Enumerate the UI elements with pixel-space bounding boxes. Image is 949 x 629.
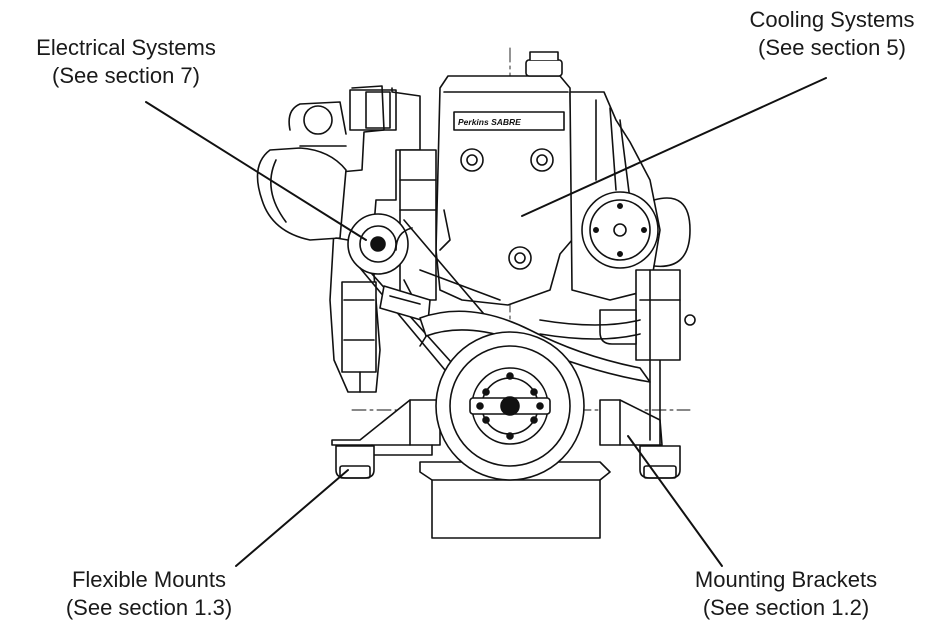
callout-mounting-ref: (See section 1.2)	[702, 595, 870, 620]
engine-block: Perkins SABRE	[435, 75, 573, 306]
callout-electrical-ref: (See section 7)	[52, 63, 200, 88]
callout-flexible-mounts: Flexible Mounts (See section 1.3)	[18, 566, 280, 622]
callout-cooling-ref: (See section 5)	[758, 35, 906, 60]
callout-electrical-title: Electrical Systems	[36, 35, 216, 60]
leader-cooling	[521, 77, 827, 217]
callout-flexible-ref: (See section 1.3)	[65, 595, 233, 620]
raw-water-pump	[581, 191, 691, 269]
callout-cooling-title: Cooling Systems	[749, 7, 915, 32]
callout-cooling-systems: Cooling Systems (See section 5)	[715, 6, 949, 62]
leader-mounting-brackets	[627, 435, 723, 567]
callout-flexible-title: Flexible Mounts	[71, 567, 227, 592]
brand-label: Perkins SABRE	[458, 117, 521, 127]
callout-electrical-systems: Electrical Systems (See section 7)	[0, 34, 252, 90]
filler-cap	[525, 51, 563, 77]
right-flexible-mount	[639, 445, 681, 479]
right-mounting-bracket	[599, 344, 663, 446]
right-pipework	[539, 269, 696, 361]
callout-mounting-brackets: Mounting Brackets (See section 1.2)	[626, 566, 946, 622]
callout-mounting-title: Mounting Brackets	[694, 567, 878, 592]
leader-electrical	[145, 101, 367, 241]
leader-lines	[145, 77, 827, 567]
leader-flexible-mounts	[235, 469, 349, 567]
left-flexible-mount	[335, 445, 375, 479]
exhaust-elbow	[256, 101, 347, 241]
alternator	[335, 213, 409, 275]
crankshaft-pulley	[435, 331, 585, 481]
